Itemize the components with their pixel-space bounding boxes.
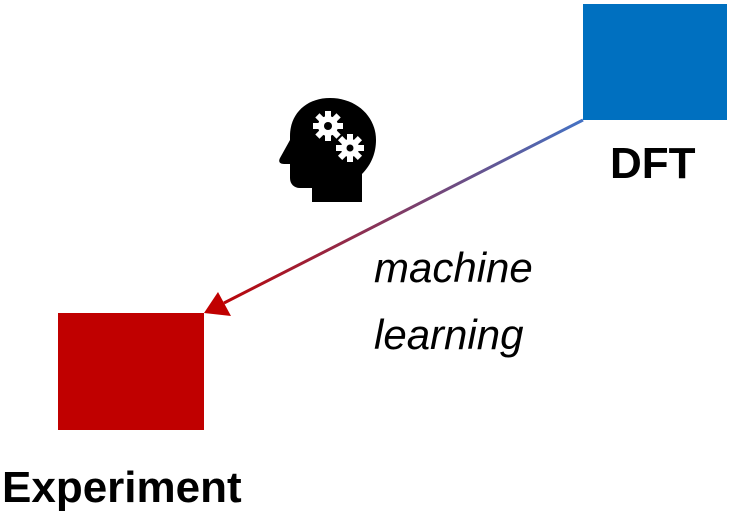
experiment-label: Experiment	[2, 463, 242, 512]
experiment-box	[58, 313, 204, 430]
dft-label: DFT	[610, 139, 696, 188]
arrow-shaft	[223, 118, 584, 305]
ml-label-line-2: learning	[374, 311, 524, 358]
ml-label-line-1: machine	[374, 244, 533, 291]
dft-box	[583, 4, 727, 120]
head-with-gears-icon	[279, 98, 376, 202]
arrow-head	[204, 292, 231, 316]
